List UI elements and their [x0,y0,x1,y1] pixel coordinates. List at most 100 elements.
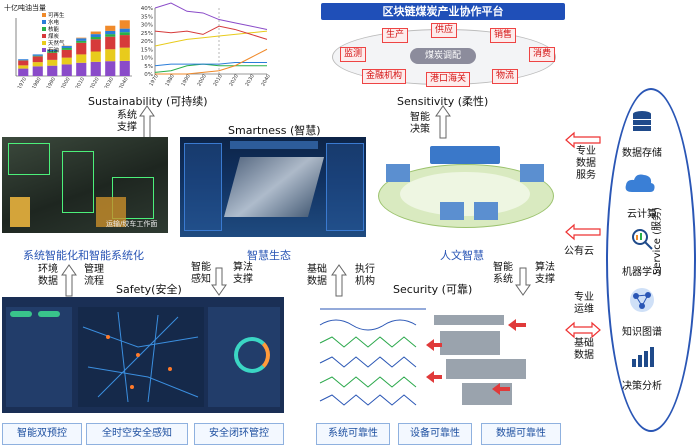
bar-石油-1980 [32,66,43,76]
y-tick-10%: 10% [141,56,153,62]
arrow-system-support [139,105,155,139]
x-tick-1990: 1990 [180,73,192,87]
bar-石油-1970 [18,68,29,76]
bar-核能-2020 [90,37,101,40]
x-tick-2030: 2030 [104,76,116,88]
line-天然气 [154,30,268,47]
system-intelligent-label: 系统智能化和智能系统化 [23,249,144,262]
algo-support-1-label: 算法 支撑 [233,262,253,285]
x-tick-2010: 2010 [75,76,87,88]
ml-icon [630,227,654,251]
bar-天然气-1980 [32,62,43,67]
bar-水电-2010 [76,38,87,41]
y-tick-0%: 0% [144,72,153,78]
humanistic-label: 人文智慧 [440,249,484,262]
arrow-env-data [61,264,77,297]
line-煤炭 [154,25,268,40]
y-tick-35%: 35% [141,14,153,20]
bar-天然气-1970 [18,65,29,69]
node-production: 生产 [382,28,409,43]
bar-核能-1980 [32,55,43,57]
legend-swatch-天然气 [42,41,46,45]
smart-sense-label: 智能 感知 [191,262,211,285]
bar-天然气-2020 [90,51,101,62]
legend-label-天然气: 天然气 [48,39,65,47]
legend-label-石油: 石油 [48,46,60,54]
line-石油 [154,2,268,30]
bar-水电-2030 [105,30,116,35]
bar-石油-2020 [90,61,101,76]
bar-煤炭-1990 [47,52,58,60]
tag-dual-prevention: 智能双预控 [2,423,82,445]
sensitivity-label: Sensitivity (柔性) [397,95,489,108]
safety-map-lines [82,311,199,403]
node-consume: 消费 [529,47,556,62]
bar-可再生-2040 [119,20,130,29]
bar-石油-2010 [76,62,87,76]
blockchain-platform: 区块链煤炭产业协作平台 煤炭调配 生产 供应 销售 监测 消费 金融机构 港口海… [318,3,568,89]
node-finance: 金融机构 [362,69,407,84]
bar-煤炭-1970 [18,60,29,66]
bar-石油-1990 [47,65,58,76]
x-tick-1990: 1990 [46,76,58,88]
bar-水电-1990 [47,49,58,52]
bar-水电-1980 [32,54,43,56]
bar-天然气-2030 [105,49,116,62]
x-tick-1980: 1980 [31,76,43,88]
bar-煤炭-2030 [105,36,116,50]
legend-swatch-核能 [42,27,46,31]
security-label: Security (可靠) [393,283,473,296]
legend-label-煤炭: 煤炭 [48,32,60,40]
legend-label-核能: 核能 [48,25,60,33]
x-tick-2040: 2040 [260,73,272,87]
sustainability-label: Sustainability (可持续) [88,95,208,108]
tag-system-reliability: 系统可靠性 [316,423,390,445]
bar-天然气-2040 [119,47,130,61]
base-data-label: 基础 数据 [307,264,327,287]
x-tick-1980: 1980 [164,73,176,87]
node-supply: 供应 [431,23,458,38]
tag-safety-closed-loop: 安全闭环管控 [194,423,284,445]
service-ellipse [606,88,696,432]
arrow-pro-ops [565,321,601,339]
bar-天然气-2010 [76,54,87,63]
node-logistics: 物流 [492,69,519,84]
legend-swatch-石油 [42,48,46,52]
safety-label: Safety(安全) [116,283,182,296]
base-data-2-label: 基础 数据 [574,338,594,361]
platform-center: 煤炭调配 [410,48,476,64]
bar-煤炭-2010 [76,42,87,55]
chart1-ylabel: 十亿吨油当量 [4,3,46,12]
legend-swatch-可再生 [42,13,46,17]
line-水电 [154,61,267,67]
service-knowledge-graph: 知识图谱 [622,327,662,338]
arrow-smart-decision [435,105,451,139]
bar-核能-2040 [119,32,130,36]
smartness-label: Smartness (智慧) [228,124,321,137]
service-cloud-computing: 云计算 [627,209,657,220]
y-tick-30%: 30% [141,23,153,29]
cloud-icon [624,172,656,194]
bar-煤炭-2020 [90,39,101,52]
bar-核能-2010 [76,40,87,43]
safety-dashboard [2,297,284,413]
legend-label-可再生: 可再生 [48,11,65,19]
bar-核能-2030 [105,34,116,37]
x-tick-1970: 1970 [17,76,29,88]
y-tick-15%: 15% [141,47,153,53]
pro-data-service-label: 专业 数据 服务 [576,146,596,181]
bar-水电-2040 [119,28,130,33]
legend-swatch-水电 [42,20,46,24]
tag-spatiotemporal-perception: 全时空安全感知 [86,423,188,445]
x-tick-2000: 2000 [196,73,208,87]
line-可再生 [155,48,268,75]
mgmt-flow-label: 管理 流程 [84,264,104,287]
x-tick-2020: 2020 [228,73,240,87]
y-tick-25%: 25% [141,31,153,37]
tag-device-reliability: 设备可靠性 [398,423,472,445]
bar-煤炭-1980 [32,56,43,63]
mine-camera-image: 运输/绞车工作面 [2,137,168,233]
